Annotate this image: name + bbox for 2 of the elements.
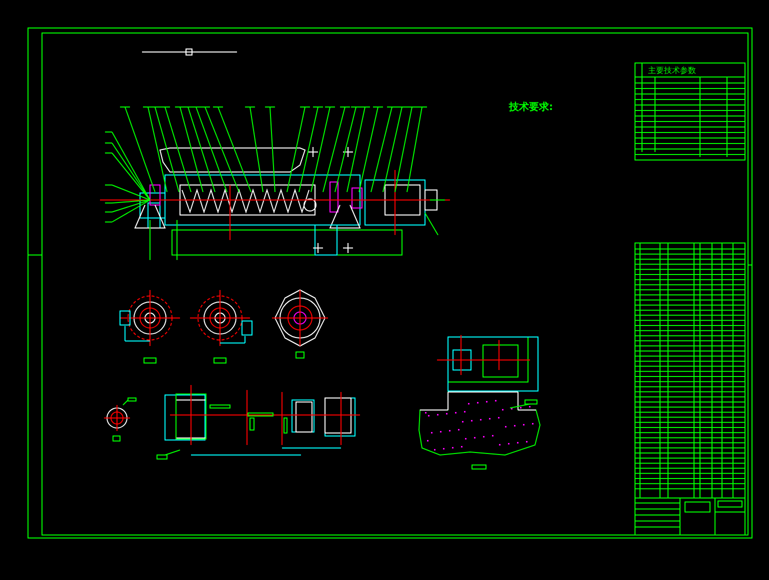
- table-title: 主要技术参数: [648, 67, 696, 75]
- notes-heading: 技术要求:: [509, 103, 553, 113]
